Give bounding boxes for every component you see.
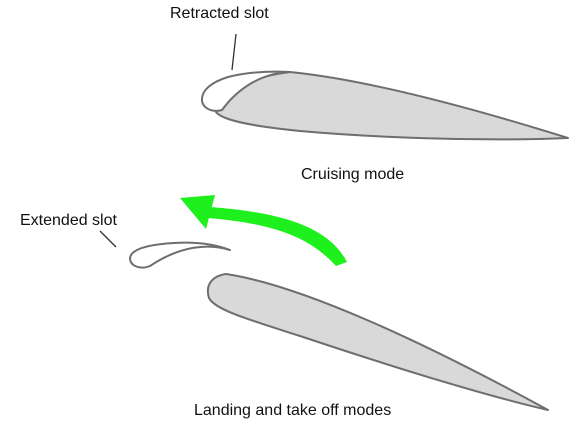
landing-modes-label: Landing and take off modes <box>194 402 392 419</box>
retracted-slot <box>200 70 291 112</box>
extension-arrowhead-icon <box>180 195 215 229</box>
extension-arrow-shaft <box>208 207 347 266</box>
cruising-mode-label: Cruising mode <box>301 166 405 183</box>
extended-slot-label: Extended slot <box>20 212 117 229</box>
retracted-slot-leader-line <box>231 33 237 71</box>
cruising-airfoil <box>215 71 569 141</box>
landing-airfoil <box>207 273 549 411</box>
retracted-slot-label: Retracted slot <box>170 5 269 22</box>
extended-slot-leader-line <box>99 230 117 248</box>
extended-slot <box>129 241 231 269</box>
cruising-airfoil-group <box>200 33 569 141</box>
landing-airfoil-group <box>99 195 549 411</box>
